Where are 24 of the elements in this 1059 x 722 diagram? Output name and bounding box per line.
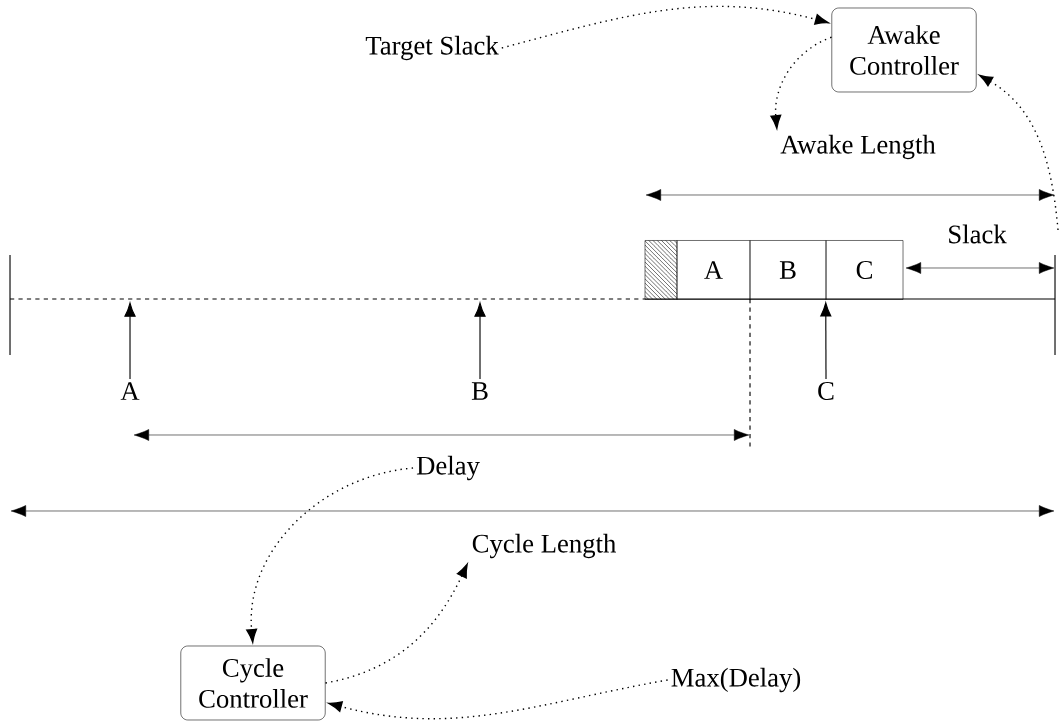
arrow	[324, 563, 468, 684]
label-text: Target Slack	[365, 35, 499, 61]
label-text: B	[471, 382, 488, 400]
task-box: C	[825, 240, 904, 300]
label-text: C	[818, 382, 834, 400]
arrow	[246, 467, 414, 643]
task-box: A	[676, 240, 751, 300]
label-text: Cycle Length	[472, 533, 616, 559]
arrow	[124, 302, 136, 380]
arrow	[501, 5, 829, 49]
task-box: B	[749, 240, 827, 300]
controller-box: Cycle Controller	[180, 645, 326, 721]
arrow	[770, 36, 833, 129]
label-text: Slack	[949, 224, 1007, 244]
controller-box: Awake Controller	[831, 7, 977, 93]
label-text: Awake Length	[780, 134, 936, 160]
arrow	[474, 302, 486, 380]
arrow	[820, 302, 832, 380]
hatched-box	[644, 240, 678, 300]
label-text: Delay	[416, 455, 480, 481]
arrow	[328, 679, 669, 720]
label-text: A	[120, 382, 140, 400]
label-text: Max(Delay)	[671, 667, 801, 693]
arrow	[978, 74, 1059, 231]
